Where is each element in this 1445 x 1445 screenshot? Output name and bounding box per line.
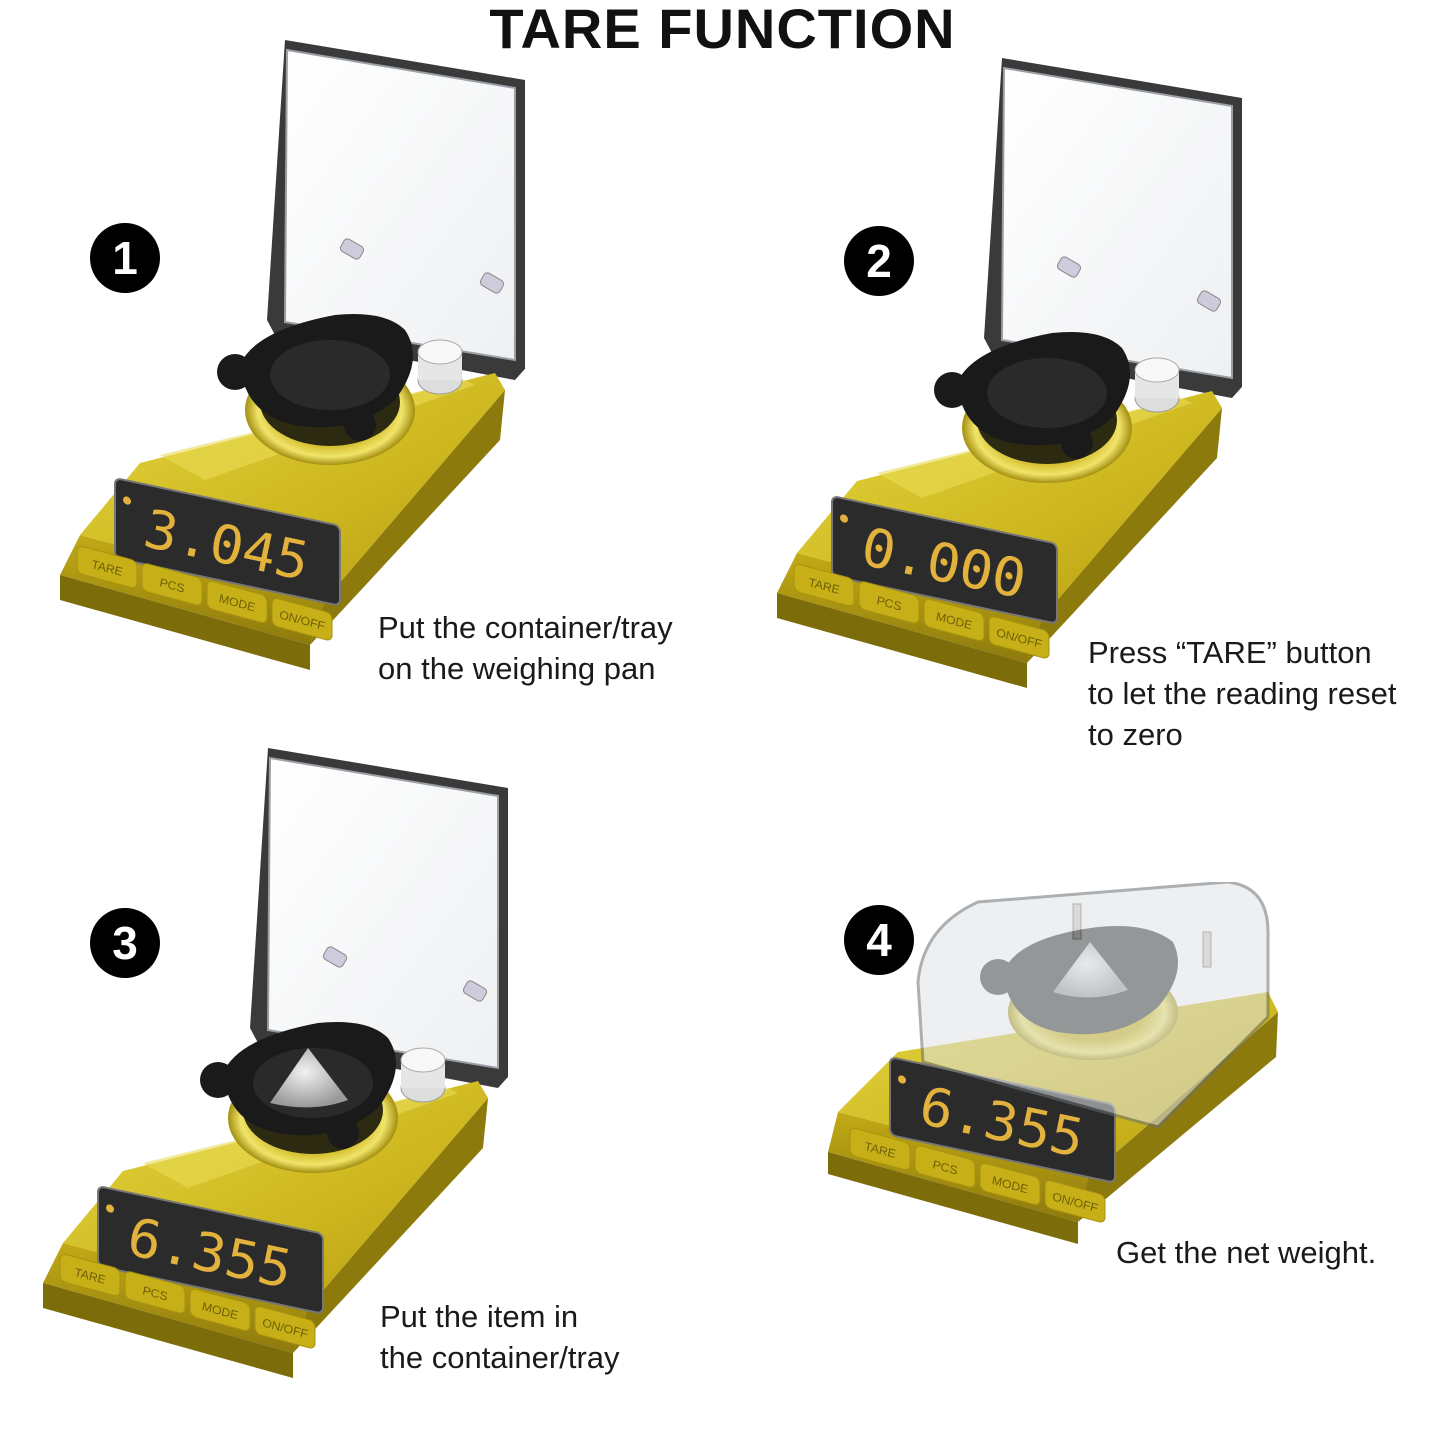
step-number-badge: 2: [844, 226, 914, 296]
caption-line: Press “TARE” button: [1088, 635, 1372, 670]
step-caption: Press “TARE” button to let the reading r…: [1088, 632, 1396, 755]
open-lid: [267, 40, 525, 380]
scale-illustration: 0.000 TARE PCS MODE ON/OFF: [777, 58, 1242, 688]
step-caption: Put the item in the container/tray: [380, 1296, 620, 1378]
page-title: TARE FUNCTION: [489, 0, 956, 60]
caption-line: Get the net weight.: [1116, 1235, 1377, 1270]
pcs-button-label: PCS: [160, 575, 185, 596]
caption-line: the container/tray: [380, 1340, 620, 1375]
calibration-knob: [1134, 357, 1180, 413]
closed-lid: [916, 882, 1270, 1129]
caption-line: Put the container/tray: [378, 610, 673, 645]
button-row: TARE PCS MODE ON/OFF: [76, 545, 333, 641]
caption-line: Put the item in: [380, 1299, 579, 1334]
step-number-badge: 3: [90, 908, 160, 978]
calibration-knob: [417, 339, 463, 395]
step-number-badge: 1: [90, 223, 160, 293]
step-2: 2 0.000 TARE PCS MODE ON/OF: [772, 48, 1437, 758]
step-caption: Get the net weight.: [1116, 1232, 1376, 1273]
caption-line: to let the reading reset: [1088, 676, 1397, 711]
weighing-pan: [934, 332, 1132, 483]
weighing-pan: [217, 314, 415, 465]
button-row: TARE PCS MODE ON/OFF: [849, 1127, 1106, 1223]
step-number-badge: 4: [844, 905, 914, 975]
pcs-button-label: PCS: [143, 1283, 168, 1304]
step-caption: Put the container/tray on the weighing p…: [378, 607, 673, 689]
step-3: 3 6.355 TARE PCS MODE ON/OF: [38, 738, 698, 1408]
pcs-button-label: PCS: [933, 1157, 958, 1178]
step-4: 4 6.355 TARE PCS MODE ON/OFF: [828, 882, 1428, 1402]
button-row: TARE PCS MODE ON/OFF: [59, 1253, 316, 1349]
scale-illustration: 6.355 TARE PCS MODE ON/OFF: [828, 882, 1278, 1244]
calibration-knob: [400, 1047, 446, 1103]
caption-line: to zero: [1088, 717, 1183, 752]
open-lid: [984, 58, 1242, 398]
step-1: 1 3.045 TARE PCS: [55, 30, 715, 700]
open-lid: [250, 748, 508, 1088]
button-row: TARE PCS MODE ON/OFF: [793, 563, 1050, 659]
pcs-button-label: PCS: [877, 593, 902, 614]
powder-pile: [270, 1048, 348, 1108]
weighing-pan: [200, 1022, 398, 1173]
scale-illustration: 3.045 TARE PCS MODE ON/OFF: [60, 40, 525, 670]
scale-illustration: 6.355 TARE PCS MODE ON/OFF: [43, 748, 508, 1378]
caption-line: on the weighing pan: [378, 651, 656, 686]
